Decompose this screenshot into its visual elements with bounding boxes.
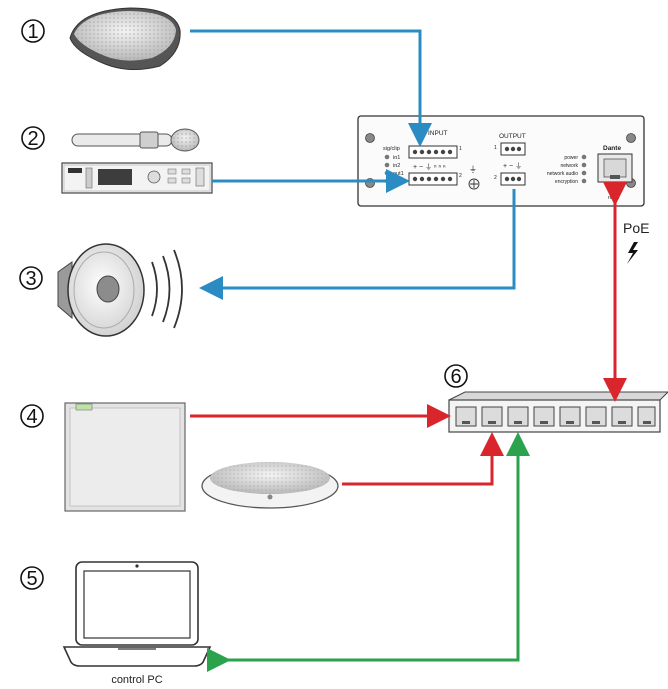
connection-table-mic-to-switch (342, 432, 504, 486)
status-network-audio-label: network audio (547, 171, 578, 177)
connection-mic1-to-input1 (190, 29, 432, 147)
in2-label: in2 (393, 163, 400, 169)
lightning-bolt-icon (627, 242, 638, 264)
svg-text:6: 6 (450, 366, 461, 388)
connection-pc-to-switch (207, 432, 530, 672)
svg-text:4: 4 (26, 406, 37, 428)
svg-text:1: 1 (494, 145, 497, 151)
wireless-receiver-icon (61, 162, 213, 194)
sig-clip-label: sig/clip (383, 146, 400, 152)
marker-1: 1 (21, 19, 45, 43)
table-array-microphone-icon (201, 462, 339, 509)
control-pc-label: control PC (111, 674, 162, 686)
svg-text:2: 2 (494, 175, 497, 181)
svg-text:1: 1 (27, 21, 38, 43)
laptop-icon (62, 561, 212, 667)
svg-text:1: 1 (459, 146, 462, 152)
svg-text:⏚: ⏚ (469, 165, 477, 174)
output-title: OUTPUT (499, 133, 526, 140)
connection-output2-to-speaker (199, 189, 516, 300)
status-encryption-label: encryption (555, 179, 578, 185)
in1-label: in1 (393, 155, 400, 161)
marker-3: 3 (19, 266, 43, 290)
audio-network-interface: sig/clip in1 in2 out1 out2 INPUT 1 + − ⏚… (357, 115, 645, 207)
loudspeaker-icon (57, 243, 183, 337)
dante-logo: Dante (603, 145, 621, 152)
svg-text:2: 2 (459, 173, 462, 179)
marker-6: 6 (444, 364, 468, 388)
status-network-label: network (560, 163, 578, 169)
marker-4: 4 (20, 404, 44, 428)
svg-text:2: 2 (27, 128, 38, 150)
input-title: INPUT (428, 130, 448, 137)
svg-text:+ − ⏚ ⁿ ⁿ ⁿ: + − ⏚ ⁿ ⁿ ⁿ (413, 163, 446, 171)
boundary-microphone-icon (69, 7, 181, 70)
ceiling-array-microphone-icon (64, 402, 186, 512)
svg-text:5: 5 (26, 568, 37, 590)
svg-text:3: 3 (25, 268, 36, 290)
status-power-label: power (564, 155, 578, 161)
wireless-microphone-icon (71, 128, 200, 152)
svg-text:+ − ⏚: + − ⏚ (503, 162, 522, 170)
marker-2: 2 (21, 126, 45, 150)
out1-label: out1 (393, 171, 404, 177)
marker-5: 5 (20, 566, 44, 590)
poe-label: PoE (623, 220, 649, 236)
network-switch-icon (448, 391, 668, 433)
